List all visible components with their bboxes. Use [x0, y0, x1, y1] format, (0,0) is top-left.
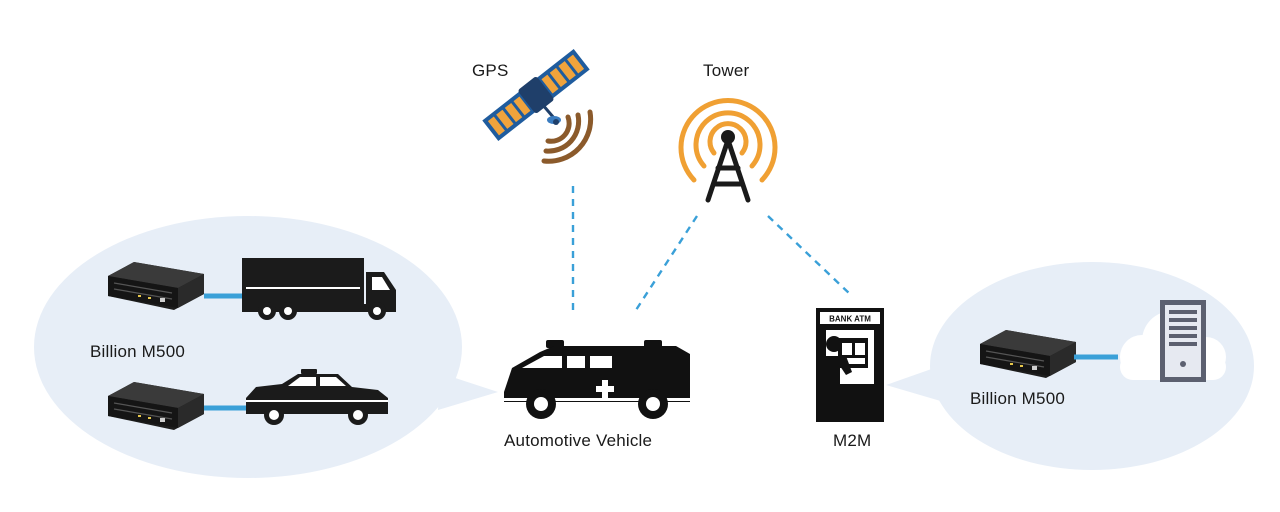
automotive-label: Automotive Vehicle [504, 431, 653, 450]
right-device-label: Billion M500 [970, 389, 1066, 408]
left-device-label: Billion M500 [90, 342, 186, 361]
atm-icon: BANK ATM [816, 308, 884, 422]
tower-icon [678, 98, 778, 203]
taxi-icon [246, 369, 388, 425]
connection-lines [571, 186, 853, 312]
ambulance-icon [504, 340, 690, 419]
atm-sign: BANK ATM [829, 315, 871, 324]
signal-waves-icon [541, 109, 594, 164]
satellite-icon [482, 49, 594, 164]
m2m-label: M2M [833, 431, 872, 450]
truck-icon [242, 258, 396, 320]
gps-label: GPS [472, 61, 509, 80]
server-icon [1160, 300, 1206, 382]
tower-label: Tower [703, 61, 750, 80]
